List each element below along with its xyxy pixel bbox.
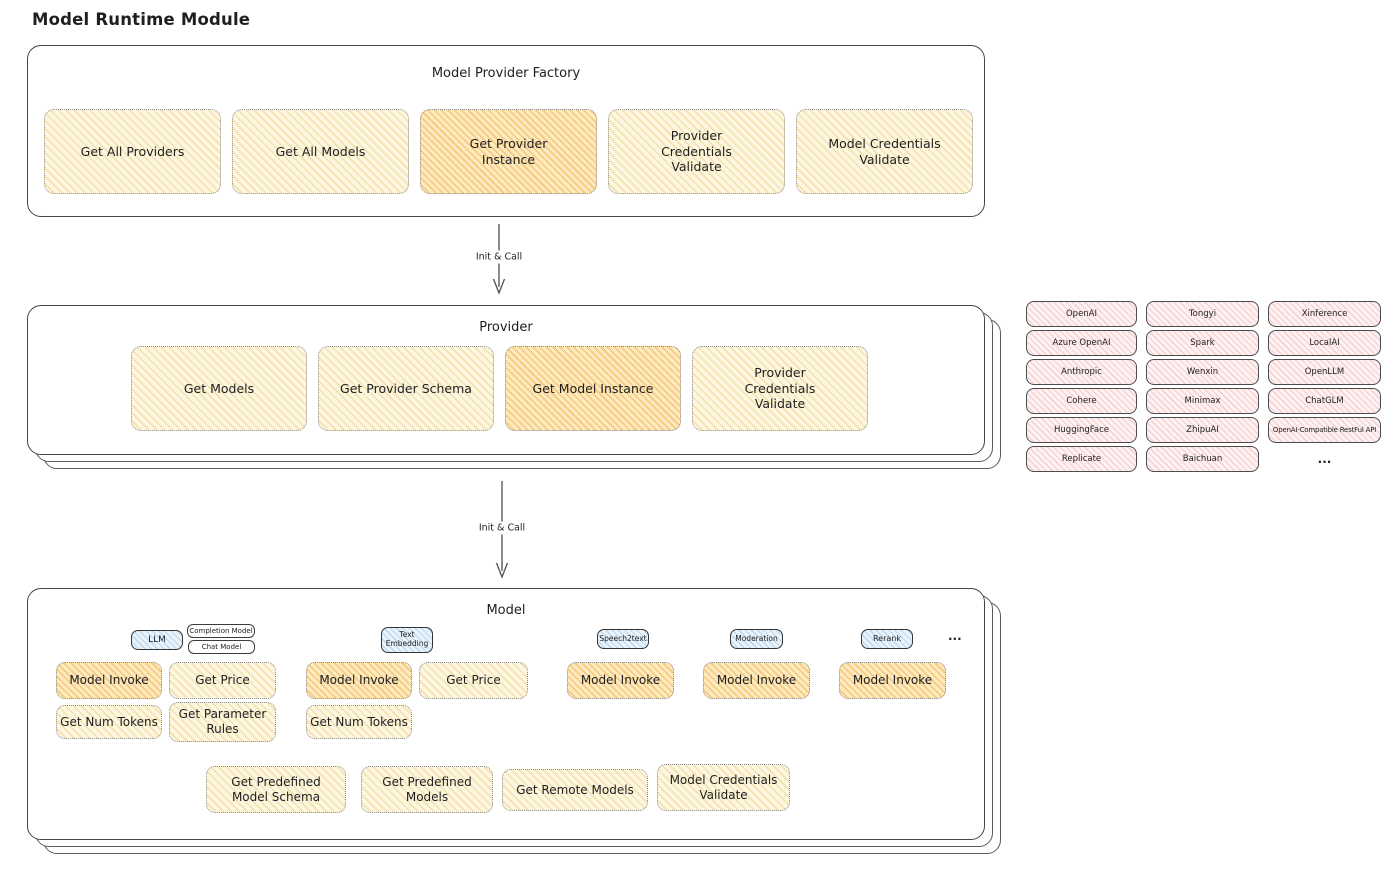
init-call-label-bottom: Init & Call — [473, 521, 531, 535]
vendor-openai[interactable]: OpenAI — [1026, 301, 1137, 327]
vendor-xinference[interactable]: Xinference — [1268, 301, 1381, 327]
provider-get-models[interactable]: Get Models — [131, 346, 307, 431]
provider-frame: Provider Get Models Get Provider Schema … — [27, 305, 985, 455]
op-get-predefined-models[interactable]: Get Predefined Models — [361, 766, 493, 813]
tab-speech2text[interactable]: Speech2text — [597, 629, 649, 649]
op-get-remote-models[interactable]: Get Remote Models — [502, 769, 648, 811]
op-model-credentials-validate[interactable]: Model Credentials Validate — [657, 764, 790, 811]
vendor-baichuan[interactable]: Baichuan — [1146, 446, 1259, 472]
vendor-spark[interactable]: Spark — [1146, 330, 1259, 356]
tab-llm[interactable]: LLM — [131, 630, 183, 650]
init-call-label-top: Init & Call — [470, 250, 528, 264]
tab-chat-model[interactable]: Chat Model — [188, 640, 255, 654]
vendor-minimax[interactable]: Minimax — [1146, 388, 1259, 414]
tab-rerank[interactable]: Rerank — [861, 629, 913, 649]
vendor-openllm[interactable]: OpenLLM — [1268, 359, 1381, 385]
embedding-model-invoke[interactable]: Model Invoke — [306, 662, 412, 699]
vendor-huggingface[interactable]: HuggingFace — [1026, 417, 1137, 443]
model-frame: Model LLM Completion Model Chat Model Te… — [27, 588, 985, 840]
llm-get-parameter-rules[interactable]: Get Parameter Rules — [169, 702, 276, 742]
vendor-anthropic[interactable]: Anthropic — [1026, 359, 1137, 385]
tab-moderation[interactable]: Moderation — [730, 629, 783, 649]
vendor-tongyi[interactable]: Tongyi — [1146, 301, 1259, 327]
llm-get-num-tokens[interactable]: Get Num Tokens — [56, 705, 162, 739]
llm-model-invoke[interactable]: Model Invoke — [56, 662, 162, 699]
provider-provider-credentials-validate[interactable]: Provider Credentials Validate — [692, 346, 868, 431]
vendor-zhipuai[interactable]: ZhipuAI — [1146, 417, 1259, 443]
vendor-openai-compatible-restful-api[interactable]: OpenAI-Compatible RestFul API — [1268, 417, 1381, 443]
factory-frame: Model Provider Factory Get All Providers… — [27, 45, 985, 217]
factory-provider-credentials-validate[interactable]: Provider Credentials Validate — [608, 109, 785, 194]
model-title: Model — [486, 603, 526, 618]
factory-title: Model Provider Factory — [431, 66, 581, 81]
factory-get-provider-instance[interactable]: Get Provider Instance — [420, 109, 597, 194]
page-title: Model Runtime Module — [32, 10, 251, 29]
provider-get-model-instance[interactable]: Get Model Instance — [505, 346, 681, 431]
vendor-chatglm[interactable]: ChatGLM — [1268, 388, 1381, 414]
vendor-cohere[interactable]: Cohere — [1026, 388, 1137, 414]
factory-model-credentials-validate[interactable]: Model Credentials Validate — [796, 109, 973, 194]
speech2text-model-invoke[interactable]: Model Invoke — [567, 662, 674, 699]
factory-get-all-providers[interactable]: Get All Providers — [44, 109, 221, 194]
factory-get-all-models[interactable]: Get All Models — [232, 109, 409, 194]
tab-completion-model[interactable]: Completion Model — [187, 624, 255, 638]
provider-title: Provider — [479, 320, 533, 335]
vendor-azure-openai[interactable]: Azure OpenAI — [1026, 330, 1137, 356]
provider-get-provider-schema[interactable]: Get Provider Schema — [318, 346, 494, 431]
vendor-replicate[interactable]: Replicate — [1026, 446, 1137, 472]
embedding-get-price[interactable]: Get Price — [419, 662, 528, 699]
llm-get-price[interactable]: Get Price — [169, 662, 276, 699]
vendor-localai[interactable]: LocalAI — [1268, 330, 1381, 356]
embedding-get-num-tokens[interactable]: Get Num Tokens — [306, 705, 412, 739]
moderation-model-invoke[interactable]: Model Invoke — [703, 662, 810, 699]
vendor-grid: OpenAI Tongyi Xinference Azure OpenAI Sp… — [1026, 301, 1381, 472]
rerank-model-invoke[interactable]: Model Invoke — [839, 662, 946, 699]
tabs-more-ellipsis: ... — [948, 629, 962, 643]
vendor-wenxin[interactable]: Wenxin — [1146, 359, 1259, 385]
vendors-more-ellipsis: ... — [1317, 452, 1332, 466]
op-get-predefined-model-schema[interactable]: Get Predefined Model Schema — [206, 766, 346, 813]
tab-text-embedding[interactable]: Text Embedding — [381, 627, 433, 653]
